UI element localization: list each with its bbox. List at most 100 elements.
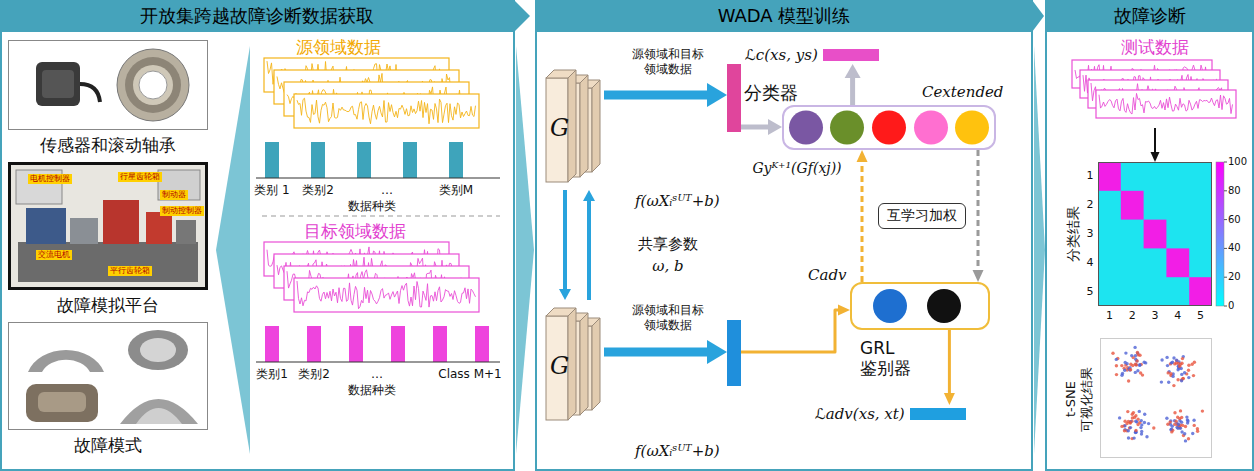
node-text: WADA 模型训练: [536, 0, 1032, 32]
scatter-dot: [1186, 419, 1189, 422]
node-text: 互学习加权: [887, 207, 957, 225]
scatter-dot: [1115, 373, 1118, 376]
text-label: 3: [1087, 227, 1094, 240]
text-label: …: [381, 183, 393, 197]
connector-line: [604, 348, 711, 357]
connector-line: [604, 91, 711, 100]
svg-rect: [391, 326, 405, 362]
svg-circle: [914, 111, 948, 145]
tsne-plot: t-SNE 可视化结果: [1100, 338, 1212, 458]
text-label: 1: [1106, 309, 1113, 322]
scatter-dot: [1134, 420, 1137, 423]
svg-polygon: [580, 313, 588, 415]
scatter-dot: [1136, 369, 1139, 372]
scatter-dot: [1192, 419, 1195, 422]
text-label: 数据种类: [348, 383, 396, 397]
header-tip: [1032, 0, 1044, 32]
svg-g: [1111, 346, 1204, 443]
text-label: 类别1: [256, 367, 288, 381]
scatter-dot: [1143, 413, 1146, 416]
scatter-dot: [1144, 361, 1147, 364]
scatter-dot: [1115, 358, 1118, 361]
svg-rect: [10, 164, 207, 289]
svg-rect: [38, 392, 86, 412]
svg-rect: [42, 70, 74, 98]
node-text: 分类结果: [1065, 206, 1083, 262]
text-label: 4: [1087, 256, 1094, 269]
scatter-dot: [1171, 375, 1174, 378]
text-label: …: [371, 367, 383, 381]
scatter-dot: [1145, 435, 1148, 438]
svg-circle: [830, 111, 864, 145]
edge-label: 源领域和目标领域数据: [630, 303, 706, 333]
text-label: 0: [1228, 300, 1234, 312]
scatter-dot: [1176, 378, 1179, 381]
scatter-dot: [1147, 422, 1150, 425]
connector: [845, 64, 861, 105]
text-label: 3: [1152, 309, 1159, 322]
scatter-dot: [1136, 423, 1139, 426]
svg-rect: [1098, 162, 1121, 191]
scatter-dot: [1187, 364, 1190, 367]
svg-g: [264, 58, 479, 128]
scatter-dot: [1166, 423, 1169, 426]
svg-rect: [265, 142, 279, 178]
svg-rect: [1099, 163, 1212, 306]
svg-circle: [873, 289, 907, 323]
scatter-dot: [1135, 363, 1138, 366]
scatter-dot: [1186, 418, 1189, 421]
scatter-dot: [1174, 420, 1177, 423]
arrow-head: [944, 393, 955, 405]
text-label: 类别2: [302, 183, 334, 197]
scatter-dot: [1167, 371, 1170, 374]
fault-parts-photo: [8, 322, 208, 430]
scatter-dot: [1124, 351, 1127, 354]
text-label: 80: [1228, 185, 1241, 197]
scatter-dot: [1193, 424, 1196, 427]
scatter-dot: [1170, 430, 1173, 433]
confusion-matrix-cells: [1098, 162, 1212, 306]
scatter-dot: [1181, 357, 1184, 360]
scatter-dot: [1115, 364, 1118, 367]
scatter-dot: [1140, 430, 1143, 433]
node-text: 传感器和滚动轴承: [8, 134, 208, 157]
svg-rect: [146, 212, 172, 244]
scatter-dot: [1138, 354, 1141, 357]
sensor-bearing-photo: [8, 40, 208, 130]
svg-rect: [70, 218, 98, 244]
loss-bar: [823, 49, 879, 61]
connector: [944, 330, 955, 405]
node-text: 目标领域数据: [304, 220, 406, 243]
signal-frame: [1096, 90, 1236, 118]
svg-circle: [139, 71, 167, 99]
connector-line: [850, 75, 855, 105]
arrow-head: [583, 190, 595, 201]
scatter-dot: [1178, 365, 1181, 368]
connector: [1151, 128, 1160, 162]
scatter-dot: [1129, 421, 1132, 424]
scatter-dot: [1123, 429, 1126, 432]
flow-chevron: [1034, 46, 1045, 454]
scatter-dot: [1152, 426, 1155, 429]
svg-circle: [133, 65, 173, 105]
class-circles: [784, 107, 994, 148]
svg-rect: [26, 384, 98, 422]
svg-ellipse: [140, 338, 176, 362]
connector: [604, 83, 727, 107]
scatter-dot: [1138, 364, 1141, 367]
loss-output: ℒadv(xs, xt): [815, 405, 966, 423]
connector-line: [563, 190, 567, 291]
scatter-dot: [1131, 364, 1134, 367]
scatter-dot: [1171, 425, 1174, 428]
connector: [741, 304, 850, 352]
text-label: 4: [1174, 309, 1181, 322]
scatter-dot: [1167, 381, 1170, 384]
svg-rect: [357, 142, 371, 178]
connector-line: [587, 199, 591, 300]
scatter-dot: [1172, 356, 1175, 359]
svg-rect: [403, 142, 417, 178]
arrow-head: [973, 270, 984, 282]
node-text: 行星齿轮箱: [120, 172, 160, 182]
svg-circle: [955, 111, 989, 145]
